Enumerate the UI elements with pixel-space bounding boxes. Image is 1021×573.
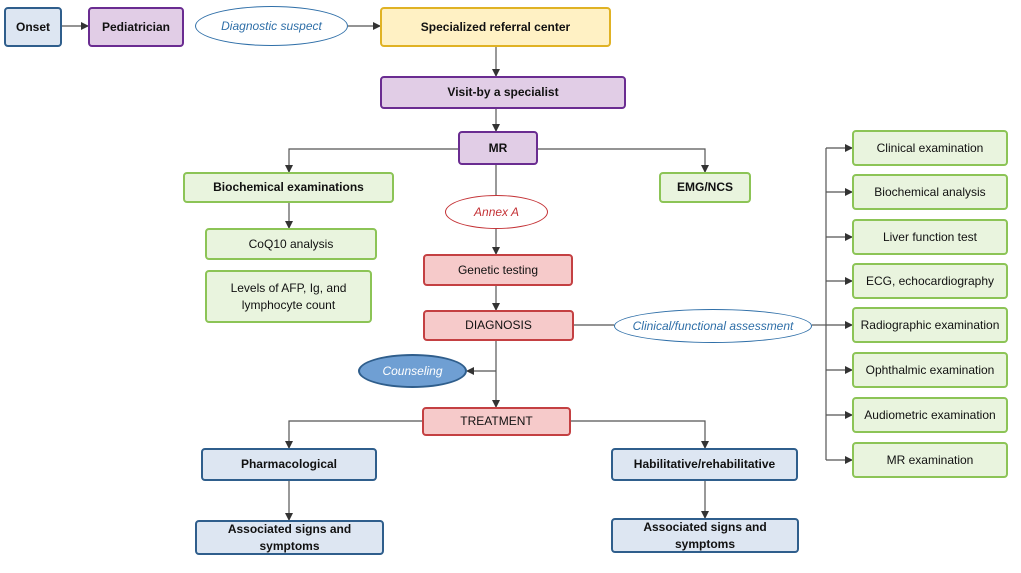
diagnosis-node: DIAGNOSIS [423, 310, 574, 341]
assessment-item: MR examination [852, 442, 1008, 478]
assessment-item: Audiometric examination [852, 397, 1008, 433]
emg-ncs-node: EMG/NCS [659, 172, 751, 203]
pharmacological-node: Pharmacological [201, 448, 377, 481]
genetic-testing-node: Genetic testing [423, 254, 573, 286]
annex-a-node: Annex A [445, 195, 548, 229]
arrow-treatment-habilitative [571, 420, 709, 449]
onset-node: Onset [4, 7, 62, 47]
biochemical-examinations-node: Biochemical examinations [183, 172, 394, 203]
signs-left-node: Associated signs and symptoms [195, 520, 384, 555]
visit-specialist-node: Visit-by a specialist [380, 76, 626, 109]
assessment-item: Biochemical analysis [852, 174, 1008, 210]
assessment-item: Clinical examination [852, 130, 1008, 166]
signs-right-node: Associated signs and symptoms [611, 518, 799, 553]
counseling-node: Counseling [358, 354, 467, 388]
pediatrician-node: Pediatrician [88, 7, 184, 47]
assessment-item: Liver function test [852, 219, 1008, 255]
arrow-treatment-pharmacological [285, 420, 422, 449]
clinical-assessment-node: Clinical/functional assessment [614, 309, 812, 343]
levels-node: Levels of AFP, Ig, and lymphocyte count [205, 270, 372, 323]
coq10-node: CoQ10 analysis [205, 228, 377, 260]
arrow-mr-emg [538, 148, 709, 173]
assessment-item: Radiographic examination [852, 307, 1008, 343]
referral-center-node: Specialized referral center [380, 7, 611, 47]
assessment-item: ECG, echocardiography [852, 263, 1008, 299]
habilitative-node: Habilitative/rehabilitative [611, 448, 798, 481]
mr-node: MR [458, 131, 538, 165]
treatment-node: TREATMENT [422, 407, 571, 436]
diagnostic-suspect-node: Diagnostic suspect [195, 6, 348, 46]
assessment-item: Ophthalmic examination [852, 352, 1008, 388]
arrow-mr-biochemical [285, 148, 458, 173]
